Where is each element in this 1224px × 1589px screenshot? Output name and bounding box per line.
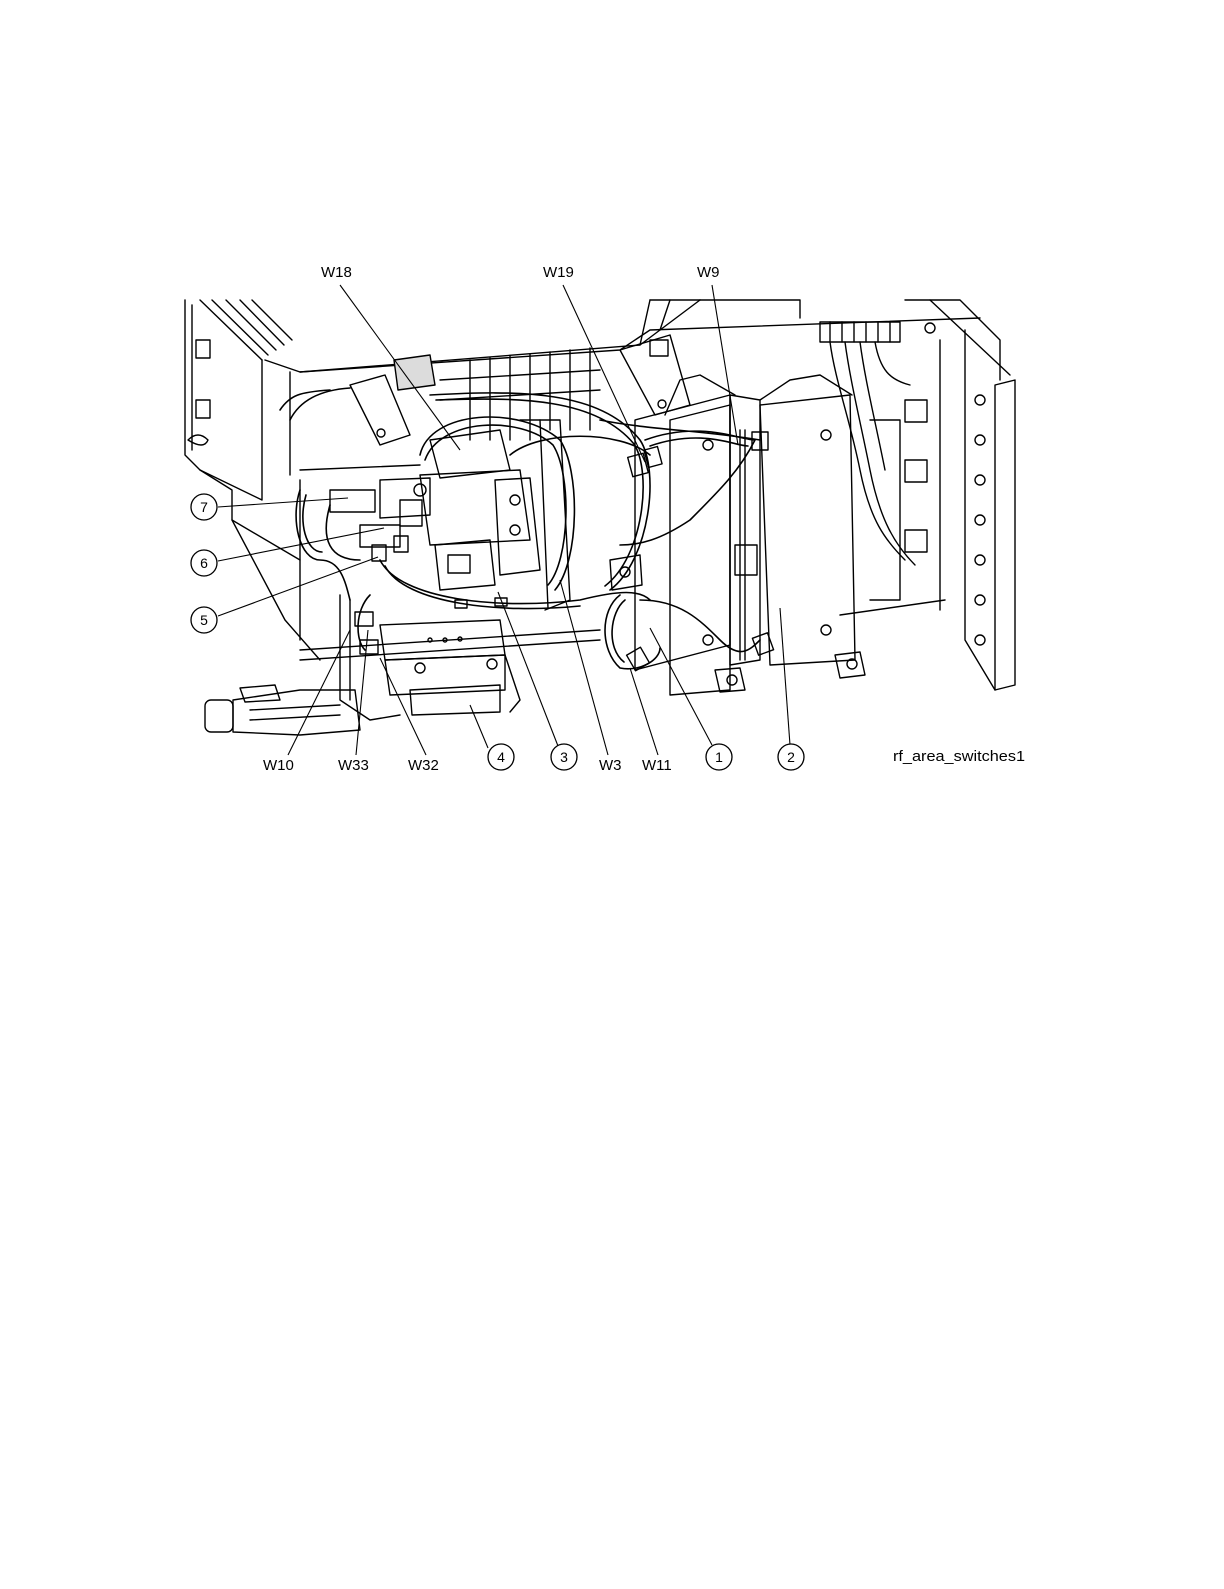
callout-2: 2 [778,744,804,770]
label-w10: W10 [263,757,294,774]
label-w11: W11 [642,757,672,774]
leader-c1 [650,628,712,745]
label-w32: W32 [408,757,439,774]
leader-w11 [630,668,658,755]
figure-id-label: rf_area_switches1 [893,748,1025,765]
module-housings [610,375,865,695]
label-w18: W18 [321,264,352,281]
leader-c4 [470,705,488,748]
svg-text:6: 6 [200,555,208,571]
svg-text:2: 2 [787,749,795,765]
ribbon-connector [820,322,935,565]
callout-7: 7 [191,494,217,520]
central-switch-assembly [330,420,570,610]
callout-1: 1 [706,744,732,770]
cable-connector-nuts [372,432,774,671]
callout-5: 5 [191,607,217,633]
top-frame [265,300,1010,475]
svg-text:7: 7 [200,499,208,515]
leader-w3 [560,580,608,755]
leader-w33 [356,630,368,755]
leader-c2 [780,608,790,745]
callout-6: 6 [191,550,217,576]
svg-text:1: 1 [715,749,723,765]
leader-c6 [218,528,384,561]
svg-text:3: 3 [560,749,568,765]
label-w33: W33 [338,757,369,774]
callout-3: 3 [551,744,577,770]
leader-c3 [498,592,558,746]
label-w3: W3 [599,757,622,774]
svg-text:5: 5 [200,612,208,628]
label-w19: W19 [543,264,574,281]
rear-boards [300,348,600,560]
leader-c5 [218,557,378,616]
label-w9: W9 [697,264,720,281]
leader-w9 [712,285,738,445]
right-side-panel [840,330,1015,690]
bottom-switch-block [300,598,600,715]
svg-text:4: 4 [497,749,505,765]
front-connector [205,595,400,735]
leader-c7 [218,498,348,507]
callout-4: 4 [488,744,514,770]
